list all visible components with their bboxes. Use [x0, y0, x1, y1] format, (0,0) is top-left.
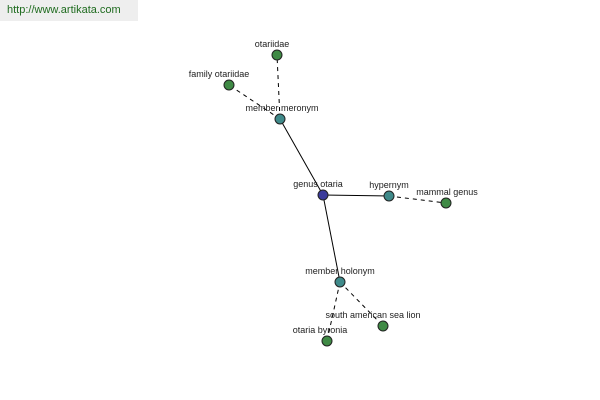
node-otariidae[interactable]: otariidae: [255, 39, 290, 61]
edge-center-member-holonym: [322, 194, 341, 283]
node-mammal-genus-dot[interactable]: [440, 197, 452, 209]
node-mammal-genus[interactable]: mammal genus: [416, 187, 478, 209]
node-hypernym-dot[interactable]: [383, 190, 395, 202]
edge-member-holonym-otaria-byronia: [326, 281, 341, 342]
edge-member-holonym-south-american-sea-lion: [339, 281, 384, 327]
node-family-otariidae-dot[interactable]: [223, 79, 235, 91]
node-mammal-genus-label: mammal genus: [416, 187, 478, 197]
node-member-meronym-label: member meronym: [245, 103, 318, 113]
edge-hypernym-mammal-genus: [388, 195, 447, 204]
node-genus-otaria-label: genus otaria: [293, 179, 343, 189]
node-otariidae-dot[interactable]: [271, 49, 283, 61]
edge-member-meronym-family-otariidae: [228, 84, 281, 120]
node-otariidae-label: otariidae: [255, 39, 290, 49]
node-hypernym-label: hypernym: [369, 180, 409, 190]
node-south-american-sea-lion[interactable]: south american sea lion: [325, 310, 421, 332]
node-south-american-sea-lion-dot[interactable]: [377, 320, 389, 332]
edge-center-hypernym: [322, 194, 390, 197]
edge-center-member-meronym: [279, 118, 324, 196]
node-genus-otaria-dot[interactable]: [317, 189, 329, 201]
node-otaria-byronia[interactable]: otaria byronia: [293, 325, 348, 347]
node-member-meronym-dot[interactable]: [274, 113, 286, 125]
node-hypernym[interactable]: hypernym: [369, 180, 409, 202]
node-otaria-byronia-dot[interactable]: [321, 335, 333, 347]
edge-member-meronym-otariidae: [276, 54, 281, 120]
source-link[interactable]: http://www.artikata.com: [7, 4, 121, 16]
node-genus-otaria[interactable]: genus otaria: [293, 179, 343, 201]
node-family-otariidae-label: family otariidae: [189, 69, 250, 79]
node-member-holonym-dot[interactable]: [334, 276, 346, 288]
node-member-holonym[interactable]: member holonym: [305, 266, 375, 288]
node-south-american-sea-lion-label: south american sea lion: [325, 310, 420, 320]
source-banner: http://www.artikata.com: [0, 0, 138, 21]
node-member-holonym-label: member holonym: [305, 266, 375, 276]
node-otaria-byronia-label: otaria byronia: [293, 325, 348, 335]
node-member-meronym[interactable]: member meronym: [245, 103, 319, 125]
node-family-otariidae[interactable]: family otariidae: [189, 69, 250, 91]
